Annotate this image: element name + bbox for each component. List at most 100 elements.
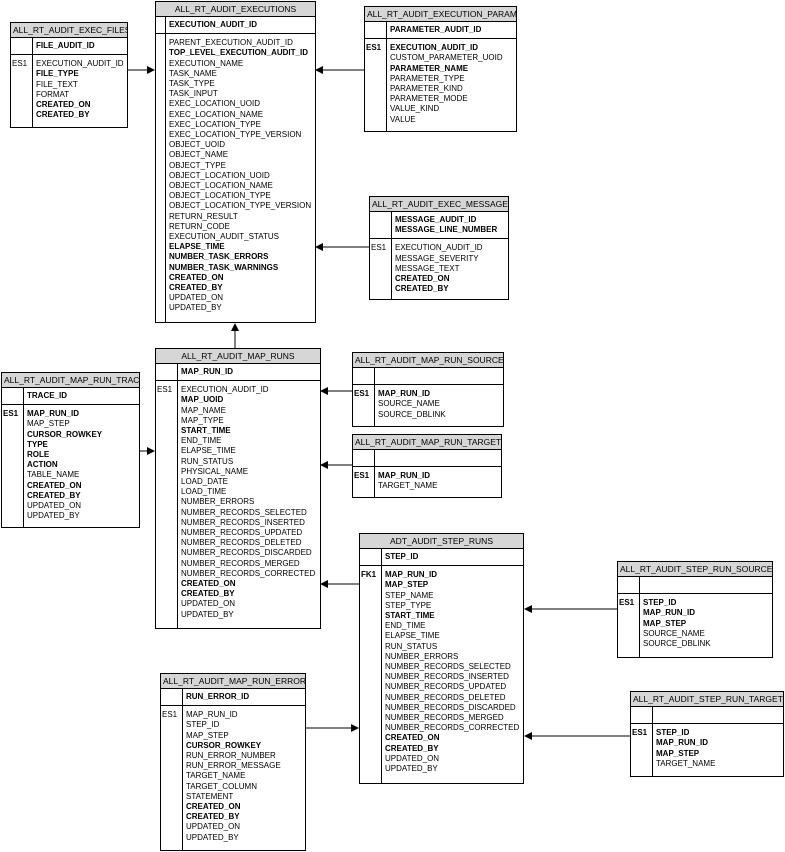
attribute: UPDATED_BY	[169, 303, 222, 313]
index-gutter: ES1	[156, 381, 178, 628]
attribute: MAP_STEP	[643, 618, 687, 628]
primary-key-section: RUN_ERROR_ID	[161, 689, 305, 707]
primary-key-list: RUN_ERROR_ID	[183, 689, 305, 705]
attribute: MAP_STEP	[27, 419, 70, 429]
primary-key-attribute: MESSAGE_LINE_NUMBER	[395, 225, 498, 235]
attribute: CREATED_BY	[385, 743, 439, 753]
attribute: UPDATED_ON	[27, 501, 82, 511]
index-gutter: ES1	[2, 405, 24, 527]
entity-title: ALL_RT_AUDIT_MAP_RUN_SOURCES	[353, 353, 503, 368]
attribute: CREATED_ON	[395, 274, 450, 284]
index-label: ES1	[619, 598, 635, 608]
attribute: TOP_LEVEL_EXECUTION_AUDIT_ID	[169, 48, 308, 58]
attribute: START_TIME	[385, 611, 435, 621]
attribute: CURSOR_ROWKEY	[186, 740, 262, 750]
attribute: EXECUTION_AUDIT_ID	[395, 243, 483, 253]
index-gutter: ES1	[370, 239, 392, 299]
key-gutter	[631, 707, 653, 724]
attribute: RUN_STATUS	[385, 641, 438, 651]
index-gutter: ES1	[353, 467, 375, 497]
attribute: MAP_STEP	[186, 730, 229, 740]
key-gutter	[161, 689, 183, 706]
attribute: NUMBER_RECORDS_MERGED	[181, 558, 300, 568]
attribute: RUN_STATUS	[181, 456, 234, 466]
key-gutter	[353, 368, 375, 385]
attribute: CREATED_ON	[169, 272, 224, 282]
attribute: UPDATED_BY	[181, 609, 234, 619]
index-gutter: ES1	[353, 385, 375, 426]
key-gutter	[618, 577, 640, 594]
primary-key-attribute	[656, 710, 783, 720]
attribute: UPDATED_ON	[169, 293, 224, 303]
primary-key-section	[631, 707, 783, 725]
attribute: TASK_TYPE	[169, 79, 215, 89]
entity-step-run-sources[interactable]: ALL_RT_AUDIT_STEP_RUN_SOURCES ES1 STEP_ID…	[617, 561, 773, 658]
primary-key-section: EXECUTION_AUDIT_ID	[156, 17, 315, 35]
attribute: NUMBER_ERRORS	[181, 497, 255, 507]
primary-key-section: PARAMETER_AUDIT_ID	[365, 22, 516, 40]
attribute: EXECUTION_AUDIT_STATUS	[169, 232, 279, 242]
attribute: CREATED_BY	[181, 589, 235, 599]
attribute: SOURCE_DBLINK	[378, 409, 446, 419]
attribute: CREATED_BY	[169, 283, 223, 293]
primary-key-list: TRACE_ID	[24, 388, 139, 404]
attribute: OBJECT_NAME	[169, 150, 229, 160]
primary-key-attribute: FILE_AUDIT_ID	[36, 41, 95, 50]
index-label: FK1	[361, 570, 377, 580]
index-gutter: ES1	[618, 594, 640, 657]
index-label: ES1	[157, 385, 173, 395]
attribute: UPDATED_BY	[27, 511, 80, 521]
attribute: CREATED_BY	[27, 490, 81, 500]
attribute: PARAMETER_KIND	[390, 84, 463, 94]
attribute: TASK_NAME	[169, 68, 217, 78]
attribute: ELAPSE_TIME	[385, 631, 440, 641]
attribute: VALUE	[390, 114, 416, 124]
attribute: NUMBER_RECORDS_MERGED	[385, 713, 504, 723]
attribute: TYPE	[27, 439, 48, 449]
attribute: TARGET_COLUMN	[186, 781, 257, 791]
attribute: OBJECT_LOCATION_UOID	[169, 170, 270, 180]
attribute: CUSTOM_PARAMETER_UOID	[390, 53, 503, 63]
attribute: MESSAGE_TEXT	[395, 263, 460, 273]
attribute: VALUE_KIND	[390, 104, 440, 114]
attribute: PARAMETER_MODE	[390, 94, 468, 104]
attribute: TARGET_NAME	[378, 481, 438, 491]
attribute: SOURCE_NAME	[643, 628, 705, 638]
attribute: CREATED_BY	[186, 812, 240, 822]
entity-title: ALL_RT_AUDIT_EXECUTIONS	[156, 2, 315, 17]
entity-title: ALL_RT_AUDIT_STEP_RUN_SOURCES	[618, 562, 772, 577]
attribute: OBJECT_LOCATION_TYPE_VERSION	[169, 201, 312, 211]
attribute: NUMBER_TASK_WARNINGS	[169, 262, 279, 272]
attribute: STEP_ID	[656, 728, 690, 738]
primary-key-list: FILE_AUDIT_ID	[33, 38, 127, 54]
primary-key-section	[353, 368, 503, 386]
attribute: NUMBER_RECORDS_DELETED	[181, 538, 302, 548]
primary-key-section: STEP_ID	[360, 549, 523, 567]
attribute: RETURN_RESULT	[169, 211, 238, 221]
index-gutter	[156, 34, 166, 322]
entity-title: ADT_AUDIT_STEP_RUNS	[360, 534, 523, 549]
attribute: NUMBER_RECORDS_DELETED	[385, 692, 506, 702]
